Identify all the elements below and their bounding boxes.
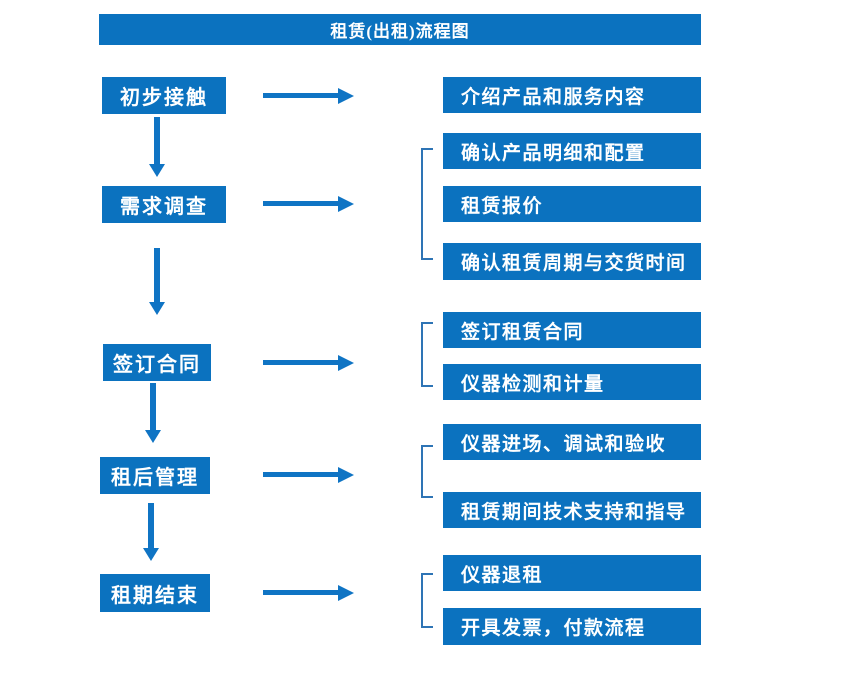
- detail-box-instrument-testing: 仪器检测和计量: [443, 364, 701, 400]
- arrow-right-icon: [263, 466, 354, 483]
- title-bar: 租赁(出租)流程图: [99, 14, 701, 45]
- arrow-down-icon: [145, 383, 161, 443]
- detail-box-invoice-payment: 开具发票，付款流程: [443, 608, 701, 645]
- group-bracket: [421, 322, 433, 387]
- detail-box-confirm-product-details: 确认产品明细和配置: [443, 133, 701, 169]
- detail-box-sign-rental-contract: 签订租赁合同: [443, 312, 701, 348]
- stage-box-initial-contact: 初步接触: [102, 77, 226, 114]
- arrow-right-icon: [263, 195, 354, 212]
- arrow-down-icon: [149, 117, 165, 177]
- arrow-down-icon: [149, 248, 165, 315]
- stage-box-demand-survey: 需求调查: [102, 186, 226, 223]
- arrow-right-icon: [263, 87, 354, 104]
- detail-box-instrument-setup: 仪器进场、调试和验收: [443, 424, 701, 460]
- detail-box-introduce-products: 介绍产品和服务内容: [443, 77, 701, 113]
- stage-box-lease-end: 租期结束: [100, 574, 210, 612]
- group-bracket: [421, 445, 433, 498]
- arrow-right-icon: [263, 354, 354, 371]
- stage-box-post-rental-management: 租后管理: [100, 457, 210, 494]
- detail-box-instrument-return: 仪器退租: [443, 555, 701, 591]
- arrow-right-icon: [263, 584, 354, 601]
- page-title: 租赁(出租)流程图: [330, 22, 470, 41]
- group-bracket: [421, 573, 433, 628]
- detail-box-confirm-period-delivery: 确认租赁周期与交货时间: [443, 243, 701, 280]
- detail-box-rental-quote: 租赁报价: [443, 186, 701, 222]
- detail-box-technical-support: 租赁期间技术支持和指导: [443, 492, 701, 528]
- group-bracket: [421, 148, 433, 260]
- stage-box-sign-contract: 签订合同: [103, 344, 211, 381]
- arrow-down-icon: [143, 503, 159, 561]
